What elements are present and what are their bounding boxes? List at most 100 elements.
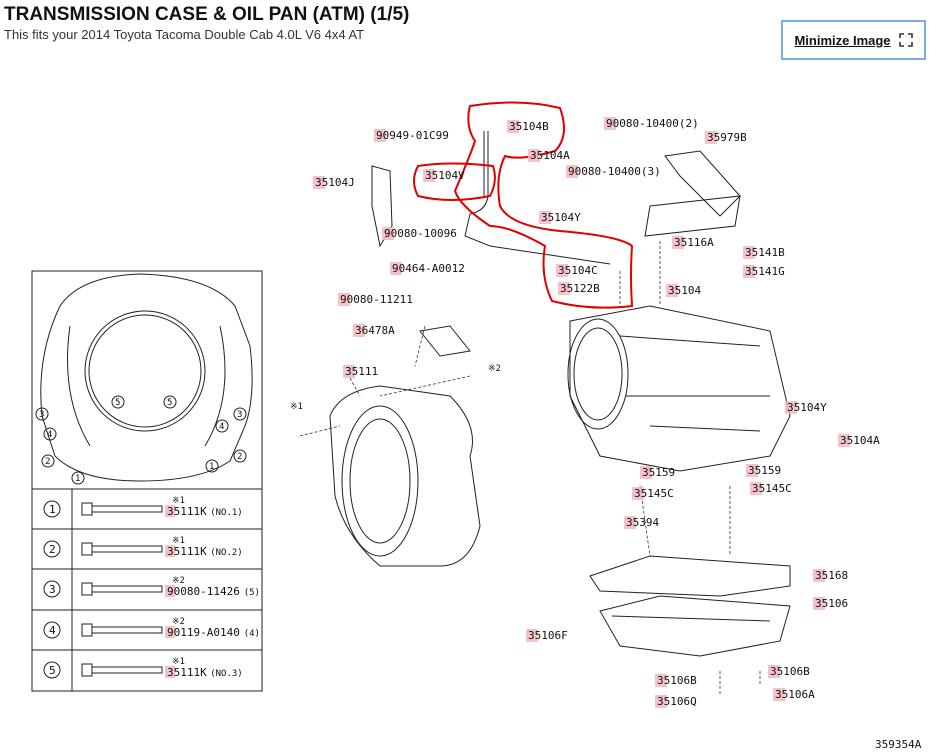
bolt-number: 2 xyxy=(49,543,56,556)
callout-highlight xyxy=(672,236,684,249)
vehicle-fitment-subtitle: This fits your 2014 Toyota Tacoma Double… xyxy=(4,27,365,42)
callout-highlight xyxy=(165,545,175,557)
housing-bolt-marker-label: 5 xyxy=(115,398,120,408)
callout-highlight xyxy=(526,629,538,642)
part-callout[interactable]: 36478A xyxy=(355,324,395,337)
bolt-part-number[interactable]: 35111K xyxy=(167,666,207,679)
callout-highlight xyxy=(624,516,636,529)
callout-highlight xyxy=(746,464,758,477)
part-callout[interactable]: 35106Q xyxy=(657,695,697,708)
callout-highlight xyxy=(632,487,644,500)
bolt-number: 4 xyxy=(49,624,56,637)
part-callout[interactable]: 35141B xyxy=(745,246,785,259)
part-callout[interactable]: 35104B xyxy=(509,120,549,133)
callout-highlight xyxy=(539,211,551,224)
housing-bolt-marker xyxy=(163,395,177,409)
housing-bolt-marker xyxy=(111,395,125,409)
part-callout[interactable]: 90080-10096 xyxy=(384,227,457,240)
callout-highlight xyxy=(640,466,652,479)
part-callout[interactable]: 35168 xyxy=(815,569,848,582)
star-note: ※1 xyxy=(290,402,303,412)
part-callout[interactable]: 35116A xyxy=(674,236,714,249)
part-callout[interactable]: 35106B xyxy=(657,674,697,687)
part-callout[interactable]: 35104J xyxy=(315,176,355,189)
part-callout[interactable]: 90080-10400(2) xyxy=(606,117,699,130)
callout-highlight xyxy=(165,626,175,638)
bolt-note: (5) xyxy=(244,588,260,598)
part-callout[interactable]: 35141G xyxy=(745,265,785,278)
part-callout[interactable]: 90080-10400(3) xyxy=(568,165,661,178)
housing-bolt-marker xyxy=(233,407,247,421)
part-callout[interactable]: 35104Y xyxy=(787,401,827,414)
bolt-sketch xyxy=(81,623,163,637)
bolt-star-mark: ※1 xyxy=(172,496,185,506)
part-callout[interactable]: 90949-01C99 xyxy=(376,129,449,142)
bolt-number: 1 xyxy=(49,503,56,516)
part-callout[interactable]: 35159 xyxy=(748,464,781,477)
part-callout[interactable]: 35106B xyxy=(770,665,810,678)
part-callout[interactable]: 35145C xyxy=(634,487,674,500)
bolt-number-circle xyxy=(43,580,61,598)
callout-highlight xyxy=(528,149,540,162)
callout-highlight xyxy=(566,165,578,178)
part-callout[interactable]: 35979B xyxy=(707,131,747,144)
part-callout[interactable]: 35104C xyxy=(558,264,598,277)
part-callout[interactable]: 35394 xyxy=(626,516,659,529)
bolt-part-number[interactable]: 90119-A0140 xyxy=(167,626,240,639)
callout-highlight xyxy=(743,265,755,278)
housing-bolt-marker xyxy=(43,427,57,441)
callout-highlight xyxy=(743,246,755,259)
housing-bolt-marker-label: 3 xyxy=(39,410,44,420)
callout-highlight xyxy=(374,129,386,142)
bolt-sketch xyxy=(81,542,163,556)
bolt-note: (NO.3) xyxy=(210,669,243,679)
housing-bolt-marker-label: 1 xyxy=(75,474,80,484)
star-note: ※2 xyxy=(488,364,501,374)
minimize-image-label: Minimize Image xyxy=(794,32,891,48)
part-callout[interactable]: 35106F xyxy=(528,629,568,642)
part-callout[interactable]: 35104Y xyxy=(541,211,581,224)
part-callout[interactable]: 35104 xyxy=(668,284,701,297)
callout-highlight xyxy=(705,131,717,144)
part-callout[interactable]: 35104A xyxy=(530,149,570,162)
part-callout[interactable]: 35145C xyxy=(752,482,792,495)
bracket-36478A xyxy=(419,325,471,357)
callout-highlight xyxy=(313,176,325,189)
callout-highlight xyxy=(390,262,402,275)
housing-bolt-marker-label: 1 xyxy=(209,462,214,472)
leader-lines xyxy=(299,241,761,696)
bolt-part-number[interactable]: 35111K xyxy=(167,545,207,558)
callout-highlight xyxy=(423,169,435,182)
part-callout[interactable]: 35122B xyxy=(560,282,600,295)
part-callout[interactable]: 35106 xyxy=(815,597,848,610)
bolt-part-number[interactable]: 90080-11426 xyxy=(167,585,240,598)
expand-icon xyxy=(898,33,913,47)
part-callout[interactable]: 90080-11211 xyxy=(340,293,413,306)
housing-bolt-marker-label: 3 xyxy=(237,410,242,420)
housing-bolt-marker-label: 5 xyxy=(167,398,172,408)
part-callout[interactable]: 35104A xyxy=(840,434,880,447)
minimize-image-button[interactable]: Minimize Image xyxy=(781,20,926,60)
bolt-note: (NO.1) xyxy=(210,508,243,518)
part-callout[interactable]: 35111 xyxy=(345,365,378,378)
callout-highlight xyxy=(353,324,365,337)
callout-highlight xyxy=(813,569,825,582)
red-markup xyxy=(413,101,634,309)
bolt-table: 1※135111K(NO.1)2※135111K(NO.2)3※290080-1… xyxy=(43,496,260,679)
part-callout[interactable]: 35159 xyxy=(642,466,675,479)
part-callout[interactable]: 35106A xyxy=(775,688,815,701)
callout-highlight xyxy=(382,227,394,240)
housing-bolt-pattern-view xyxy=(31,270,263,692)
bolt-note: (4) xyxy=(244,629,260,639)
part-callout[interactable]: 90464-A0012 xyxy=(392,262,465,275)
callout-highlight xyxy=(165,666,175,678)
bolt-part-number[interactable]: 35111K xyxy=(167,505,207,518)
callout-highlight xyxy=(558,282,570,295)
housing-bolt-marker xyxy=(205,459,219,473)
bolt-sketch xyxy=(81,502,163,516)
bolt-star-mark: ※2 xyxy=(172,576,185,586)
bolt-star-mark: ※1 xyxy=(172,536,185,546)
part-callout[interactable]: 35104V xyxy=(425,169,465,182)
bolt-number: 5 xyxy=(49,664,56,677)
